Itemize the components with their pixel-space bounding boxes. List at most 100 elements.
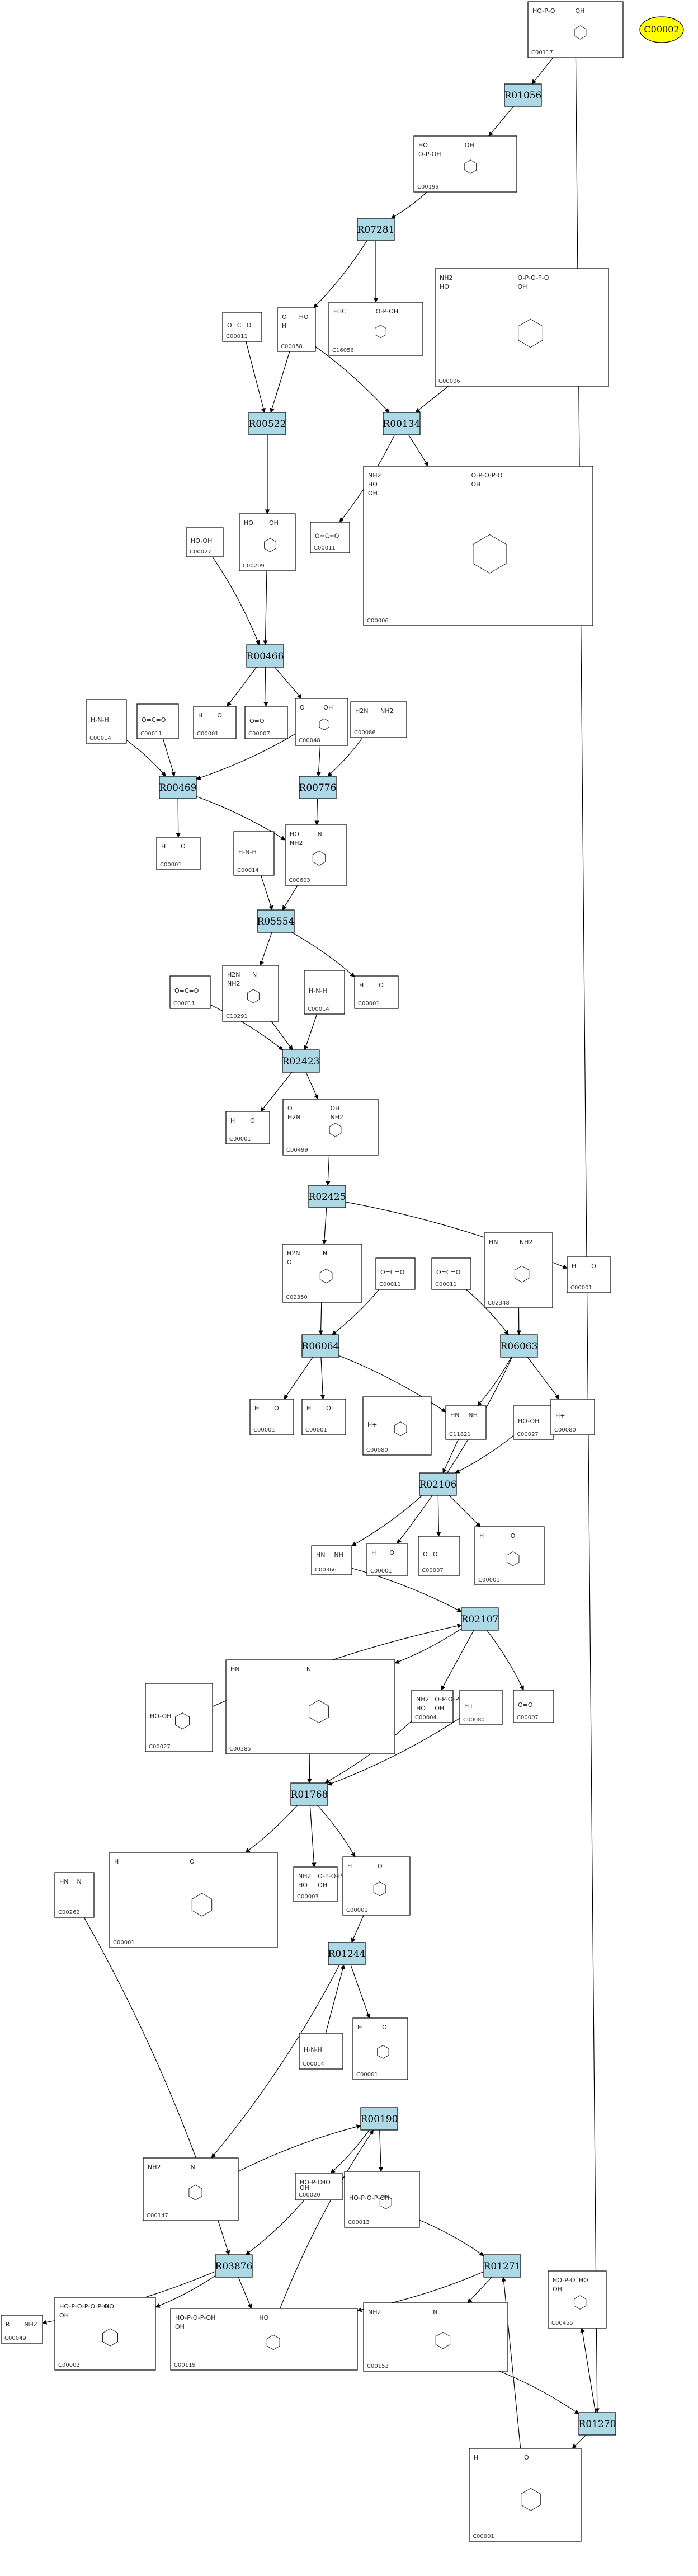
- reaction-R02107[interactable]: R02107: [461, 1607, 499, 1631]
- reaction-R00776[interactable]: R00776: [299, 776, 337, 799]
- edge-c40-r14: [351, 1568, 462, 1612]
- reaction-R00190[interactable]: R00190: [360, 2107, 398, 2131]
- reaction-R06063[interactable]: R06063: [500, 1334, 538, 1358]
- reaction-R01768[interactable]: R01768: [290, 1782, 328, 1806]
- compound-id-label: C00001: [305, 1427, 327, 1433]
- highlight-compound[interactable]: C00002: [639, 16, 684, 43]
- reaction-edges: [42, 57, 600, 2449]
- compound-id-label: C00080: [554, 1427, 576, 1433]
- reaction-R03876[interactable]: R03876: [215, 2254, 253, 2278]
- ring-shape: [518, 318, 543, 348]
- reaction-R01271[interactable]: R01271: [483, 2254, 521, 2278]
- reaction-R05554[interactable]: R05554: [257, 909, 295, 933]
- reaction-R01270[interactable]: R01270: [578, 2412, 616, 2436]
- molecule-fragment: N: [306, 1665, 311, 1673]
- compound-id-label: C00385: [229, 1746, 251, 1752]
- compound-c33[interactable]: H+C00080: [362, 1396, 432, 1456]
- reaction-R00522[interactable]: R00522: [248, 412, 286, 435]
- edge-r5-c15: [274, 667, 302, 699]
- reaction-R00466[interactable]: R00466: [246, 644, 284, 668]
- edge-r18-c57: [238, 2277, 252, 2309]
- molecule-fragment: NH2: [298, 1873, 312, 1880]
- reaction-R02423[interactable]: R02423: [282, 1049, 320, 1073]
- reaction-R02106[interactable]: R02106: [419, 1472, 457, 1496]
- reaction-R01244[interactable]: R01244: [328, 1942, 366, 1965]
- edge-c53-r18: [245, 2199, 305, 2255]
- reaction-R06064[interactable]: R06064: [301, 1334, 339, 1358]
- edge-c48-r16: [351, 1915, 364, 1943]
- molecule-fragment: HO: [244, 519, 253, 527]
- compound-c36[interactable]: H+C00080: [550, 1399, 595, 1435]
- reaction-R00134[interactable]: R00134: [383, 412, 421, 435]
- ring-shape: [435, 2331, 451, 2349]
- reaction-R00469[interactable]: R00469: [159, 776, 197, 799]
- reaction-label: R01768: [291, 1789, 328, 1800]
- reaction-R07281[interactable]: R07281: [357, 218, 395, 241]
- molecule-fragment: O: [217, 712, 222, 719]
- compound-c44[interactable]: H+C00080: [459, 1690, 503, 1725]
- compound-id-label: C00006: [367, 618, 389, 624]
- edge-c54-r19: [419, 2220, 484, 2256]
- reaction-R02425[interactable]: R02425: [308, 1185, 346, 1208]
- molecule-structure: H-N-H: [309, 987, 327, 994]
- reaction-R01056[interactable]: R01056: [504, 83, 542, 107]
